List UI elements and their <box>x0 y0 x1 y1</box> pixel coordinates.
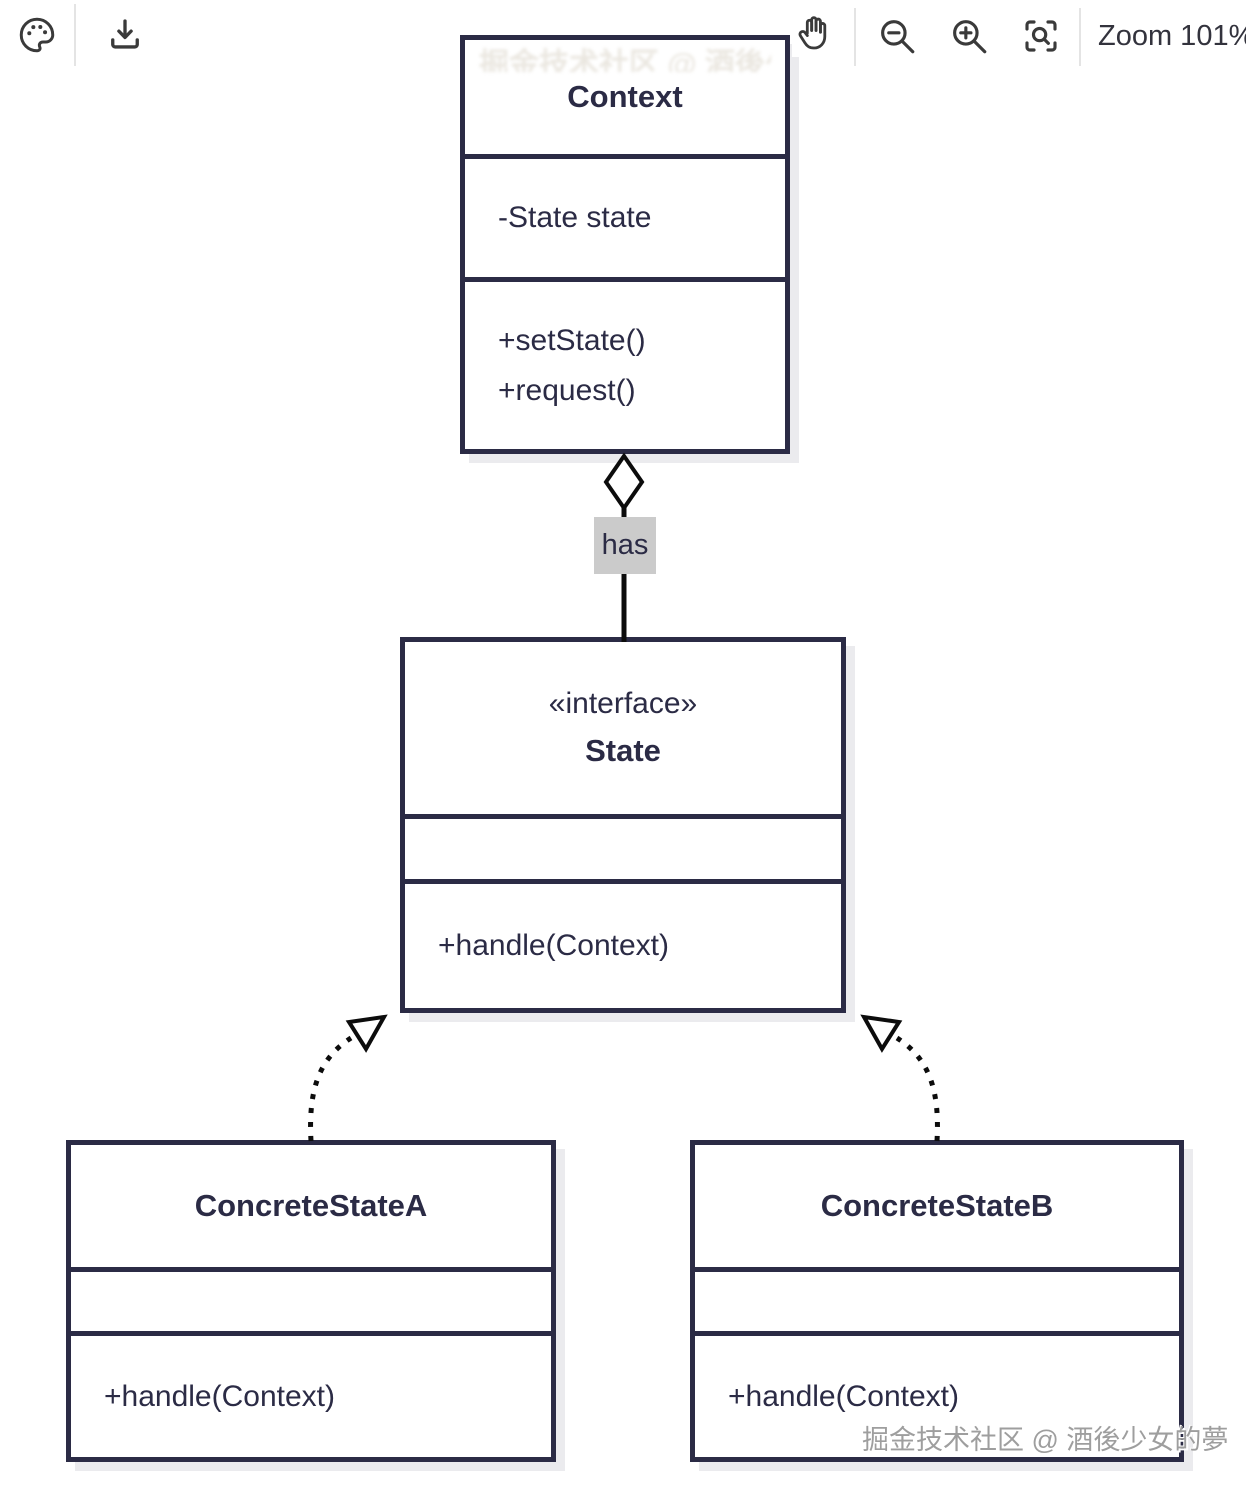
download-icon <box>111 19 139 49</box>
aggregation-label[interactable]: has <box>594 517 656 574</box>
attributes-compartment <box>71 1267 551 1331</box>
palette-button[interactable] <box>14 12 60 58</box>
zoom-in-button[interactable] <box>946 13 992 59</box>
class-title-row: ConcreteStateA <box>71 1145 551 1267</box>
method: +request() <box>498 373 636 407</box>
zoom-level-label: Zoom 101% <box>1098 20 1246 52</box>
realization-b-connector[interactable] <box>860 1014 940 1142</box>
site-watermark: 掘金技术社区 @ 酒後少女的夢 <box>862 1425 1229 1455</box>
attributes-compartment <box>695 1267 1179 1331</box>
realization-a-connector[interactable] <box>308 1014 388 1142</box>
methods-compartment: +handle(Context) <box>71 1331 551 1457</box>
fit-to-view-icon <box>1025 20 1057 52</box>
class-title: Context <box>567 79 683 114</box>
toolbar-divider <box>854 8 856 66</box>
download-button[interactable] <box>102 12 148 58</box>
toolbar-divider <box>1079 8 1081 66</box>
hand-pan-icon <box>798 16 827 50</box>
attribute: -State state <box>498 201 652 234</box>
class-context[interactable]: 掘金技术社区 @ 酒後少女的夢 Context -State state +se… <box>460 35 790 454</box>
toolbar-divider <box>74 4 76 66</box>
class-title: State <box>585 733 661 768</box>
palette-icon <box>19 17 55 53</box>
zoom-out-button[interactable] <box>874 13 920 59</box>
attributes-compartment: -State state <box>465 154 785 277</box>
methods-compartment: +handle(Context) <box>405 879 841 1008</box>
class-title: ConcreteStateB <box>820 1188 1054 1223</box>
zoom-in-icon <box>953 20 987 54</box>
method: +setState() <box>498 323 646 357</box>
method: +handle(Context) <box>104 1379 335 1413</box>
class-concrete-state-a[interactable]: ConcreteStateA +handle(Context) <box>66 1140 556 1462</box>
class-title-row: Context <box>465 40 785 154</box>
stereotype: «interface» <box>548 687 698 720</box>
fit-to-view-button[interactable] <box>1018 13 1064 59</box>
methods-compartment: +handle(Context) <box>695 1331 1179 1457</box>
zoom-out-icon <box>881 20 915 54</box>
method: +handle(Context) <box>728 1379 959 1413</box>
class-title-row: ConcreteStateB <box>695 1145 1179 1267</box>
class-title-row: «interface» State <box>405 642 841 814</box>
method: +handle(Context) <box>438 929 669 962</box>
class-concrete-state-b[interactable]: ConcreteStateB +handle(Context) <box>690 1140 1184 1462</box>
class-title: ConcreteStateA <box>194 1188 428 1223</box>
class-state[interactable]: «interface» State +handle(Context) <box>400 637 846 1013</box>
methods-compartment: +setState() +request() <box>465 277 785 449</box>
attributes-compartment <box>405 814 841 879</box>
hand-tool-button[interactable] <box>792 11 838 57</box>
